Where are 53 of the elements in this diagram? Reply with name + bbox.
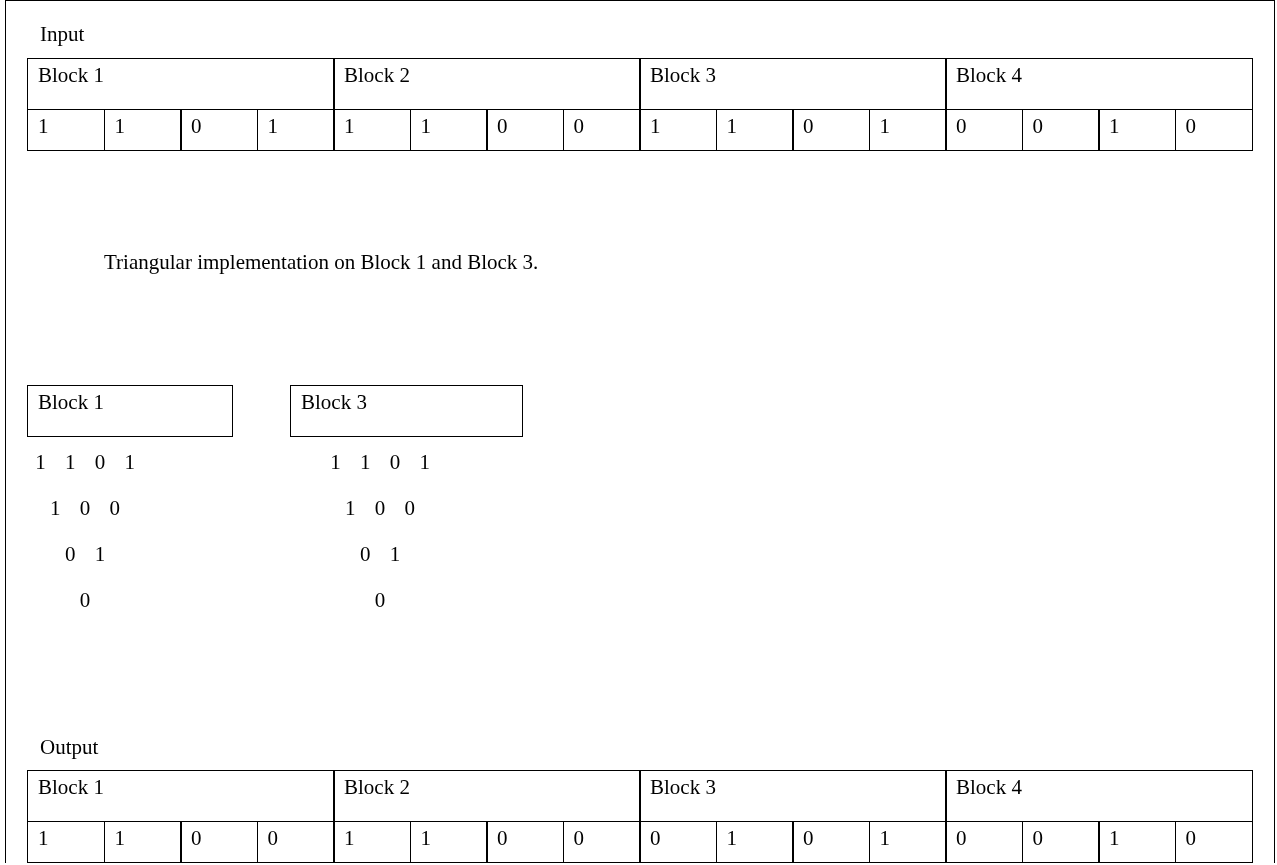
- triangle-row: 1 1 0 1: [35, 450, 135, 475]
- table-cell: 1: [1098, 108, 1176, 151]
- table-cell: 1: [639, 108, 717, 151]
- table-cell: 1: [103, 108, 182, 151]
- table-cell: 1: [715, 108, 794, 151]
- table-cell: 1: [27, 108, 105, 151]
- table-header-cell: Block 3: [639, 770, 947, 822]
- triangle-row: 0: [79, 588, 91, 613]
- table-cell: 0: [792, 820, 870, 863]
- table-cell: 0: [180, 108, 258, 151]
- table-header-cell: Block 2: [333, 58, 641, 110]
- table-cell: 0: [945, 108, 1023, 151]
- table-cell: 1: [868, 820, 947, 863]
- table-cell: 1: [333, 820, 411, 863]
- table-cell: 0: [562, 820, 641, 863]
- table-header-cell: Block 1: [27, 58, 335, 110]
- table-cell: 0: [562, 108, 641, 151]
- table-cell: 0: [945, 820, 1023, 863]
- table-cell: 0: [1021, 820, 1100, 863]
- block-box: Block 3: [290, 385, 523, 437]
- description-text: Triangular implementation on Block 1 and Block 3.: [104, 250, 539, 275]
- section-heading: Output: [40, 735, 99, 760]
- table-cell: 1: [103, 820, 182, 863]
- block-box: Block 1: [27, 385, 233, 437]
- table-header-cell: Block 4: [945, 770, 1253, 822]
- table-cell: 1: [715, 820, 794, 863]
- triangle-row: 0 1: [64, 542, 106, 567]
- table-cell: 0: [1174, 108, 1253, 151]
- table-cell: 0: [180, 820, 258, 863]
- table-header-cell: Block 3: [639, 58, 947, 110]
- table-cell: 0: [1174, 820, 1253, 863]
- table-cell: 1: [409, 820, 488, 863]
- table-cell: 0: [1021, 108, 1100, 151]
- table-cell: 1: [409, 108, 488, 151]
- section-heading: Input: [40, 22, 85, 47]
- table-cell: 0: [486, 108, 564, 151]
- table-header-cell: Block 4: [945, 58, 1253, 110]
- table-header-cell: Block 1: [27, 770, 335, 822]
- triangle-row: 1 1 0 1: [330, 450, 430, 475]
- table-cell: 1: [868, 108, 947, 151]
- table-cell: 1: [27, 820, 105, 863]
- triangle-row: 0 1: [359, 542, 401, 567]
- table-cell: 1: [333, 108, 411, 151]
- table-cell: 0: [792, 108, 870, 151]
- table-cell: 1: [1098, 820, 1176, 863]
- triangle-row: 0: [374, 588, 386, 613]
- table-cell: 0: [256, 820, 335, 863]
- table-header-cell: Block 2: [333, 770, 641, 822]
- table-cell: 0: [486, 820, 564, 863]
- triangle-row: 1 0 0: [50, 496, 120, 521]
- triangle-row: 1 0 0: [345, 496, 415, 521]
- table-cell: 0: [639, 820, 717, 863]
- table-cell: 1: [256, 108, 335, 151]
